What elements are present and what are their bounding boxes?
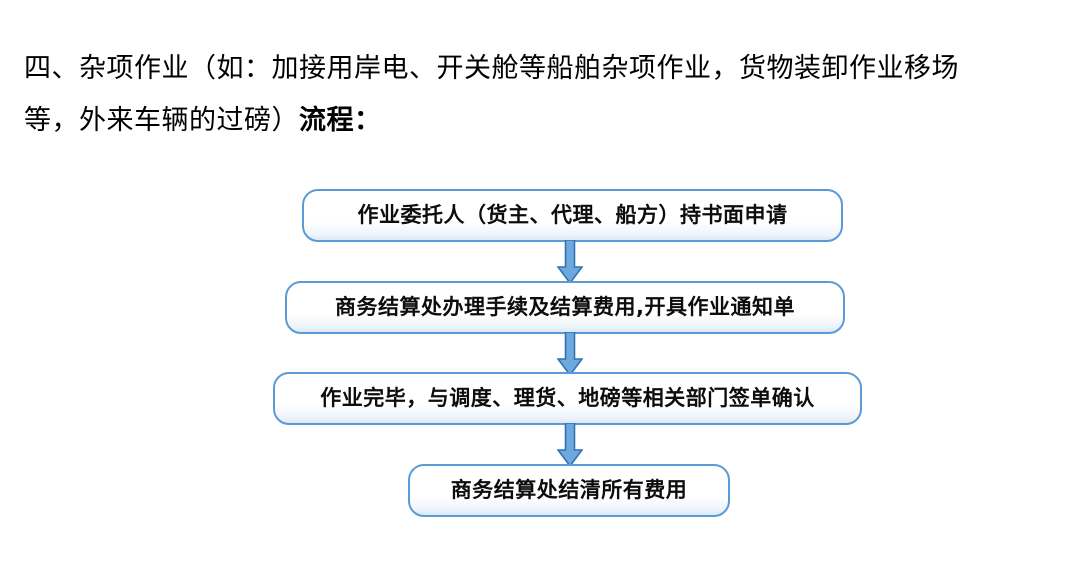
flow-node-1-label: 作业委托人（货主、代理、船方）持书面申请 xyxy=(357,203,788,227)
down-block-arrow-icon xyxy=(557,332,583,376)
down-block-arrow-icon xyxy=(557,423,583,467)
page-heading: 四、杂项作业（如：加接用岸电、开关舱等船舶杂项作业，货物装卸作业移场等，外来车辆… xyxy=(24,42,1009,146)
flow-node-2[interactable]: 商务结算处办理手续及结算费用,开具作业通知单 xyxy=(285,281,845,334)
heading-text-normal: 四、杂项作业（如：加接用岸电、开关舱等船舶杂项作业，货物装卸作业移场等，外来车辆… xyxy=(24,53,959,135)
flow-node-3-label: 作业完毕，与调度、理货、地磅等相关部门签单确认 xyxy=(320,386,815,410)
down-block-arrow-icon xyxy=(557,240,583,284)
flow-node-4[interactable]: 商务结算处结清所有费用 xyxy=(408,464,730,517)
flow-node-2-label: 商务结算处办理手续及结算费用,开具作业通知单 xyxy=(335,295,795,319)
flow-node-1[interactable]: 作业委托人（货主、代理、船方）持书面申请 xyxy=(302,189,843,242)
flow-node-4-label: 商务结算处结清所有费用 xyxy=(450,478,688,502)
flow-node-3[interactable]: 作业完毕，与调度、理货、地磅等相关部门签单确认 xyxy=(273,372,862,425)
heading-text-bold: 流程： xyxy=(299,105,382,135)
